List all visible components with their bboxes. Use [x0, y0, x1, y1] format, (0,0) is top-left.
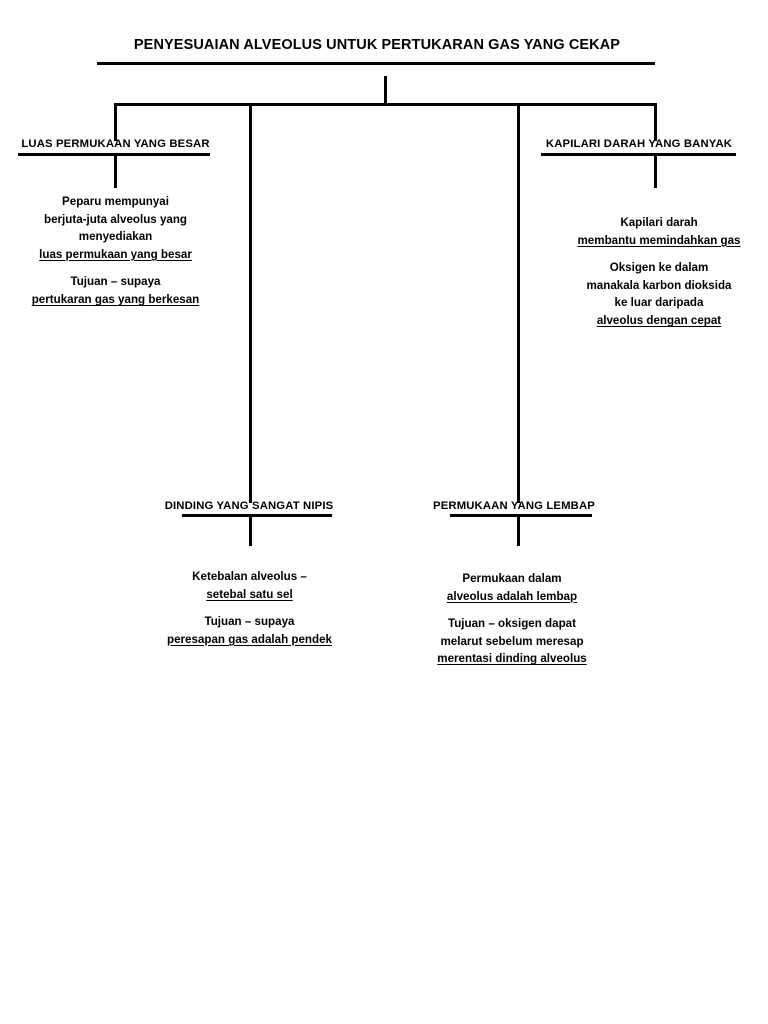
connector-tick-permukaan-lembap [517, 516, 520, 546]
body-line: merentasi dinding alveolus [437, 652, 587, 666]
body-line: alveolus dengan cepat [596, 313, 722, 327]
node-body-dinding-nipis: Ketebalan alveolus – setebal satu sel Tu… [148, 568, 351, 648]
body-line: berjuta-juta alveolus yang [43, 212, 188, 226]
body-line: Tujuan – supaya [70, 275, 161, 289]
node-heading-luas-permukaan: LUAS PERMUKAAN YANG BESAR [21, 138, 210, 150]
body-line: menyediakan [78, 230, 153, 244]
paragraph-gap [553, 249, 765, 259]
body-line: setebal satu sel [206, 587, 293, 601]
body-line: Permukaan dalam [462, 572, 562, 585]
body-line: Ketebalan alveolus – [192, 570, 307, 583]
node-heading-underline-permukaan-lembap [450, 514, 592, 517]
connector-tick-luas-permukaan [114, 155, 117, 188]
node-heading-underline-kapilari-darah [541, 153, 736, 156]
body-line: peresapan gas adalah pendek [167, 632, 332, 646]
connector-drop-permukaan [517, 103, 520, 503]
body-line: luas permukaan yang besar [39, 247, 192, 261]
paragraph-gap [412, 605, 612, 615]
body-line: manakala karbon dioksida [586, 278, 732, 292]
connector-bus-top [114, 103, 657, 106]
connector-drop-kapilari [654, 103, 657, 141]
connector-tick-dinding-nipis [249, 516, 252, 546]
body-line: Peparu mempunyai [62, 195, 169, 208]
body-line: melarut sebelum meresap [440, 634, 584, 648]
paragraph-gap [148, 603, 351, 613]
body-line: ke luar daripada [614, 296, 704, 310]
node-heading-permukaan-lembap: PERMUKAAN YANG LEMBAP [433, 500, 595, 512]
node-body-luas-permukaan: Peparu mempunyai berjuta-juta alveolus y… [8, 193, 223, 309]
node-heading-underline-luas-permukaan [18, 153, 210, 156]
node-heading-dinding-nipis: DINDING YANG SANGAT NIPIS [164, 500, 334, 512]
body-line: Tujuan – oksigen dapat [448, 617, 576, 631]
connector-drop-luas [114, 103, 117, 141]
title-underline [97, 62, 655, 65]
node-heading-kapilari-darah: KAPILARI DARAH YANG BANYAK [545, 138, 733, 150]
node-heading-underline-dinding-nipis [182, 514, 332, 517]
connector-drop-dinding [249, 103, 252, 503]
body-line: alveolus adalah lembap [446, 589, 578, 603]
node-body-permukaan-lembap: Permukaan dalam alveolus adalah lembap T… [412, 570, 612, 668]
diagram-title: PENYESUAIAN ALVEOLUS UNTUK PERTUKARAN GA… [133, 37, 621, 53]
body-line: Kapilari darah [620, 216, 698, 229]
body-line: Tujuan – supaya [204, 615, 295, 629]
connector-title-stub [384, 76, 387, 104]
body-line: Oksigen ke dalam [609, 261, 709, 275]
node-body-kapilari-darah: Kapilari darah membantu memindahkan gas … [553, 214, 765, 330]
body-line: membantu memindahkan gas [577, 233, 741, 247]
paragraph-gap [8, 263, 223, 273]
body-line: pertukaran gas yang berkesan [31, 292, 200, 306]
connector-tick-kapilari-darah [654, 155, 657, 188]
